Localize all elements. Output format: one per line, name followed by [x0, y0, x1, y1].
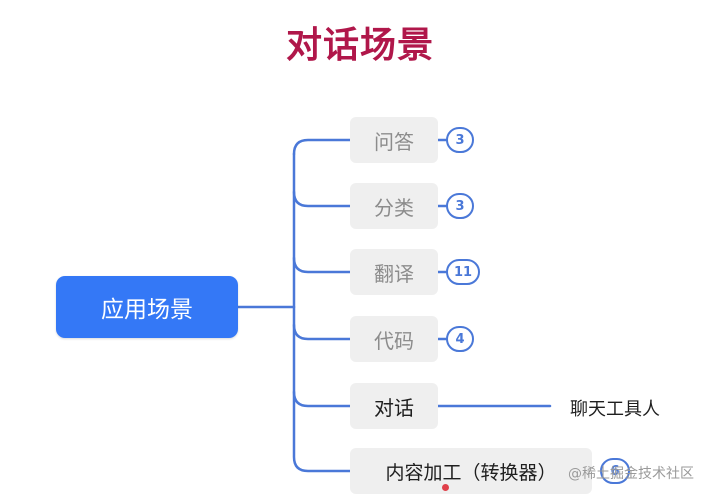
- branch-node-duihua[interactable]: 对话: [350, 383, 438, 429]
- branch-node-label: 对话: [374, 395, 414, 420]
- page-title: 对话场景: [285, 25, 434, 66]
- root-node-label: 应用场景: [101, 297, 193, 323]
- collapse-badge-neirong[interactable]: 6: [600, 458, 630, 484]
- branch-node-label: 内容加工（转换器）: [385, 461, 557, 484]
- branch-node-daima[interactable]: 代码: [350, 316, 438, 362]
- collapse-badge-fenlei[interactable]: 3: [446, 193, 474, 219]
- leaf-node-chat-tool[interactable]: 聊天工具人: [570, 399, 660, 420]
- branch-node-neirong[interactable]: 内容加工（转换器）: [350, 448, 592, 494]
- branch-connector-neirong: [292, 390, 352, 473]
- root-node-application-scenarios[interactable]: 应用场景: [56, 276, 238, 338]
- branch-node-fanyi[interactable]: 翻译: [350, 249, 438, 295]
- collapse-badge-daima[interactable]: 4: [446, 326, 474, 352]
- collapse-badge-wenda[interactable]: 3: [446, 127, 474, 153]
- trunk-line: [292, 138, 352, 156]
- branch-node-fenlei[interactable]: 分类: [350, 183, 438, 229]
- watermark: @稀土掘金技术社区: [568, 466, 694, 482]
- branch-node-label: 分类: [374, 195, 414, 220]
- branch-node-label: 代码: [374, 328, 414, 353]
- cursor-pointer-icon: [442, 484, 449, 491]
- branch-node-label: 问答: [374, 129, 414, 154]
- branch-node-wenda[interactable]: 问答: [350, 117, 438, 163]
- collapse-badge-fanyi[interactable]: 11: [446, 259, 480, 285]
- branch-connector-fenlei: [292, 152, 352, 208]
- branch-node-label: 翻译: [374, 261, 414, 286]
